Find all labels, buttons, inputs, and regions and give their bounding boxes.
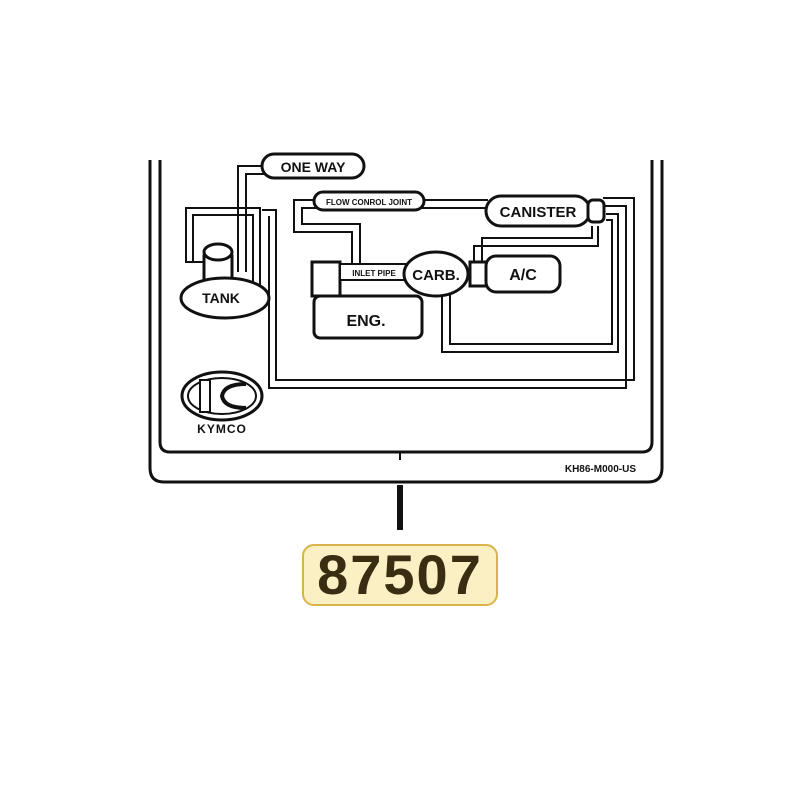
engine-label: ENG. [346,313,385,330]
flow-control-joint-label: FLOW CONROL JOINT [326,198,412,207]
label-plate [148,160,664,484]
carb-label: CARB. [412,267,460,284]
air-cleaner: A/C [468,254,562,294]
brand-label: KYMCO [197,422,247,436]
part-number-badge[interactable]: 87507 [302,544,498,606]
one-way-valve: ONE WAY [260,152,366,180]
carburetor: CARB. [402,250,470,298]
canister-label: CANISTER [500,204,577,221]
kymco-logo-icon: KYMCO [180,370,264,436]
canister: CANISTER [484,194,606,228]
ac-label: A/C [509,267,537,284]
part-number: 87507 [317,543,483,606]
fuel-tank: TANK [179,242,271,320]
inlet-pipe-label: INLET PIPE [352,269,396,278]
plate-code: KH86-M000-US [565,464,636,475]
inlet-pipe: INLET PIPE [310,260,409,298]
hose-lines [185,165,635,460]
tank-label: TANK [202,290,240,306]
one-way-label: ONE WAY [281,159,346,175]
flow-control-joint: FLOW CONROL JOINT [312,190,426,212]
engine: ENG. [312,294,424,340]
